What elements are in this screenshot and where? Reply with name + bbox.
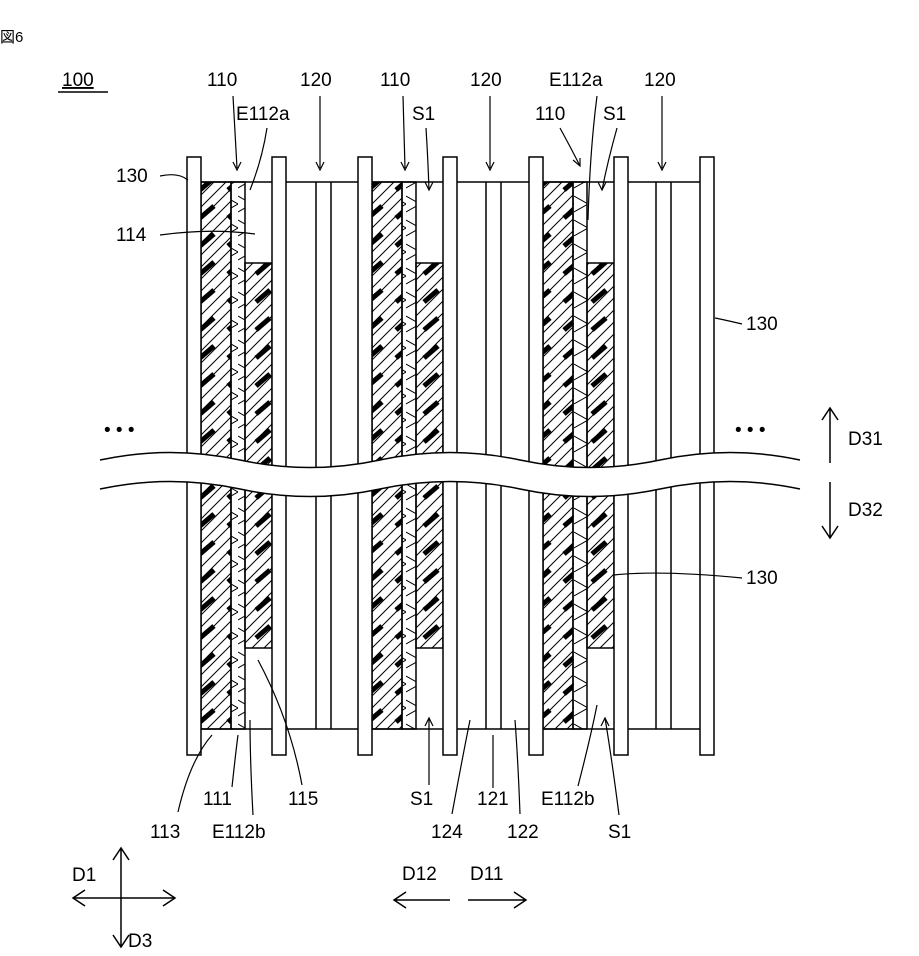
label-d32: D32 [848,500,883,521]
right-arrow-icon [468,892,526,908]
label-121: 121 [477,789,509,810]
label-e112a-1: E112a [236,104,290,125]
label-115: 115 [288,789,318,810]
label-111: 111 [203,789,232,810]
d3-direction-arrows [822,408,838,538]
cross-arrows-icon [73,848,175,947]
label-s1-bot-1: S1 [410,789,433,810]
separator-1 [316,182,331,729]
label-120-2: 120 [470,70,502,91]
label-130-left: 130 [116,166,148,187]
ellipsis-right: • • • [735,420,766,441]
label-d3: D3 [128,931,152,952]
label-114: 114 [116,225,147,246]
label-110-3: 110 [535,104,565,125]
ellipsis-left: • • • [104,420,135,441]
device-id: 100 [62,70,94,91]
separator-3 [656,182,671,729]
label-110-2: 110 [380,70,410,91]
label-113: 113 [150,822,180,843]
d1-direction-arrows [394,892,526,908]
label-e112a-2: E112a [549,70,603,91]
axis-cross [73,848,175,947]
label-130-right: 130 [746,314,778,335]
label-124: 124 [431,822,463,843]
label-130-mid: 130 [746,568,778,589]
label-e112b-1: E112b [212,822,266,843]
label-d1: D1 [72,865,96,886]
up-arrow-icon [822,408,838,463]
label-120-3: 120 [644,70,676,91]
label-d11: D11 [470,864,503,885]
label-e112b-2: E112b [541,789,595,810]
bottom-labels: 111 115 S1 121 E112b 113 E112b 124 122 S… [150,789,631,843]
label-s1-bot-2: S1 [608,822,631,843]
figure-number: 図6 [0,29,23,46]
label-s1-top-1: S1 [412,104,435,125]
label-110-1: 110 [207,70,237,91]
label-s1-top-2: S1 [603,104,626,125]
left-arrow-icon [394,892,450,908]
label-122: 122 [507,822,539,843]
down-arrow-icon [822,482,838,538]
label-120-1: 120 [300,70,332,91]
label-d31: D31 [848,429,883,450]
label-d12: D12 [402,864,437,885]
